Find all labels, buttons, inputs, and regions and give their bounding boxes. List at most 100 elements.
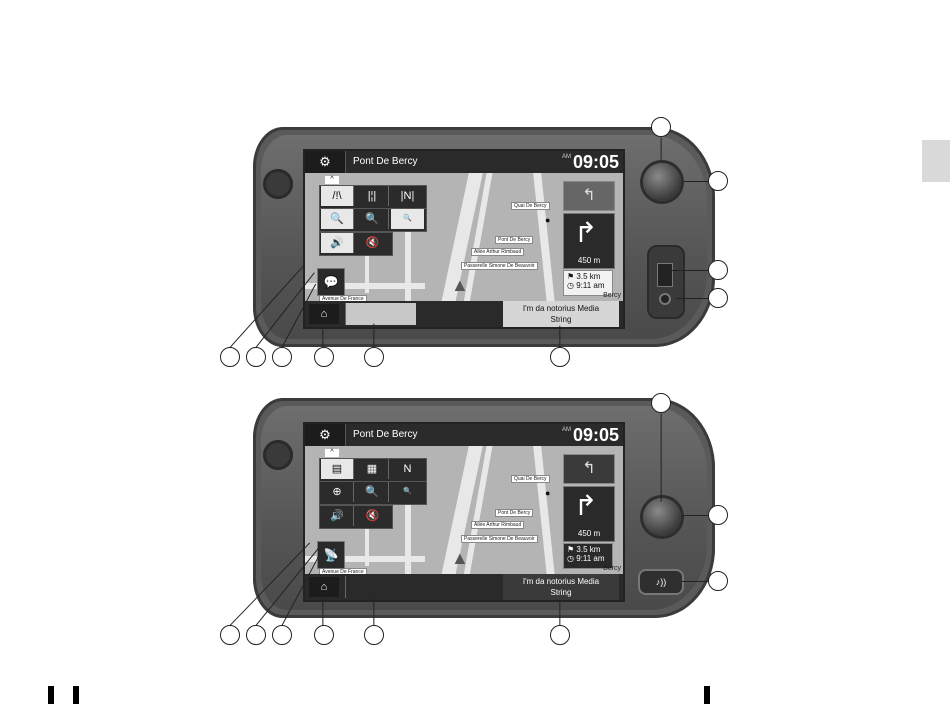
mute-button[interactable]: 🔇 [356, 233, 389, 253]
callout-circle [246, 625, 266, 645]
volume-knob[interactable] [643, 163, 681, 201]
callout-circle [272, 625, 292, 645]
left-knob[interactable] [263, 169, 293, 199]
view-mode-panel: ▤ ▦ N [319, 458, 427, 482]
3d-view-icon: /!\ [332, 190, 342, 202]
home-icon: ⌂ [320, 581, 328, 593]
street-label: Passerelle Simone De Beauvoir [461, 535, 538, 543]
map-view[interactable]: Quai De Bercy Pont De Bercy Allée Arthur… [305, 173, 623, 303]
location-title: Pont De Bercy [353, 156, 418, 167]
turn-indicator: ↱ 450 m [563, 486, 615, 542]
page-mark [704, 686, 710, 704]
street-label: Passerelle Simone De Beauvoir [461, 262, 538, 270]
callout-leader [660, 137, 662, 160]
callout-circle [708, 505, 728, 525]
collapse-chevron[interactable]: ^ [325, 449, 339, 457]
top-bar: ⚙ Pont De Bercy AM 09:05 [305, 151, 623, 173]
left-knob[interactable] [263, 440, 293, 470]
zoom-in-icon: 🔍 [330, 213, 344, 225]
aux-jack[interactable] [659, 293, 671, 305]
view-mode-panel: /!\ |¦| |N| [319, 185, 427, 209]
view-3d-button[interactable]: /!\ [321, 186, 354, 206]
trip-info: ⚑ 3.5 km ◷ 9:11 am [563, 543, 613, 569]
home-button[interactable]: ⌂ [309, 304, 339, 324]
north-up-button[interactable]: |N| [391, 186, 424, 206]
zoom-button[interactable]: 🔍 [356, 482, 389, 502]
clock-icon: ◷ [567, 554, 574, 563]
callout-circle [651, 117, 671, 137]
map-view[interactable]: Quai De Bercy Pont De Bercy Allée Arthur… [305, 446, 623, 576]
home-menu-area[interactable] [345, 576, 416, 598]
zoom-in-button[interactable]: 🔍 [321, 209, 354, 229]
callout-circle [708, 571, 728, 591]
traffic-button[interactable]: 💬 [317, 268, 345, 296]
view-3d-button[interactable]: ▤ [321, 459, 354, 479]
callout-leader [660, 413, 662, 502]
gear-icon: ⚙ [319, 427, 331, 442]
zoom-out-icon: 🔍 [403, 488, 412, 495]
bottom-bar: ⌂ I'm da notorius Media String [305, 301, 623, 327]
street-label: Quai De Bercy [511, 475, 550, 483]
top-bar: ⚙ Pont De Bercy AM 09:05 [305, 424, 623, 446]
mute-icon: 🔇 [365, 510, 380, 522]
callout-circle [272, 347, 292, 367]
poi-pin-icon: ● [545, 488, 551, 498]
callout-circle [220, 625, 240, 645]
zoom-in-button[interactable]: ⊕ [321, 482, 354, 502]
home-icon: ⌂ [320, 308, 328, 320]
settings-button[interactable]: ⚙ [305, 424, 346, 446]
mute-button[interactable]: 🔇 [356, 506, 389, 526]
media-subtitle: String [550, 588, 572, 597]
callout-circle [220, 347, 240, 367]
volume-knob[interactable] [643, 498, 681, 536]
home-menu-area[interactable] [345, 303, 416, 325]
usb-port[interactable] [657, 263, 673, 287]
street-label: Allée Arthur Rimbaud [471, 521, 525, 529]
callout-circle [364, 347, 384, 367]
view-2d-button[interactable]: ▦ [356, 459, 389, 479]
callout-circle [708, 260, 728, 280]
flag-icon: ⚑ [567, 272, 575, 281]
volume-on-icon: 🔊 [330, 237, 344, 249]
volume-on-button[interactable]: 🔊 [321, 233, 354, 253]
media-info[interactable]: I'm da notorius Media String [503, 574, 619, 600]
view-2d-button[interactable]: |¦| [356, 186, 389, 206]
page-mark [48, 686, 54, 704]
media-info[interactable]: I'm da notorius Media String [503, 301, 619, 327]
traffic-icon: 💬 [323, 275, 339, 289]
voice-command-button[interactable]: ♪)) [638, 569, 684, 595]
volume-on-icon: 🔊 [330, 510, 344, 522]
collapse-chevron[interactable]: ^ [325, 176, 339, 184]
callout-leader [682, 581, 708, 583]
poi-pin-icon: ● [545, 215, 551, 225]
zoom-button[interactable]: 🔍 [356, 209, 389, 229]
zoom-out-button[interactable]: 🔍 [391, 482, 424, 502]
2d-view-icon: ▦ [366, 463, 378, 475]
mute-icon: 🔇 [365, 237, 380, 249]
media-title: I'm da notorius Media [522, 577, 600, 586]
callout-leader [559, 601, 561, 626]
zoom-in-icon: ⊕ [332, 486, 342, 498]
ampm-indicator: AM [562, 427, 571, 433]
street-label: Pont De Bercy [495, 509, 534, 517]
turn-left-arrow-icon: ↰ [582, 187, 596, 204]
callout-circle [246, 347, 266, 367]
3d-view-icon: ▤ [331, 463, 343, 475]
clock: 09:05 [572, 425, 619, 445]
callout-circle [708, 288, 728, 308]
turn-distance: 450 m [577, 256, 601, 265]
top-multimedia-unit: ⚙ Pont De Bercy AM 09:05 Quai De Bercy P… [253, 127, 715, 347]
street-label: Allée Arthur Rimbaud [471, 248, 525, 256]
zoom-panel: 🔍 🔍 🔍 [319, 208, 427, 232]
zoom-out-button[interactable]: 🔍 [391, 209, 424, 229]
north-button[interactable]: N [391, 459, 424, 479]
callout-leader [684, 181, 708, 183]
next-turn-preview: ↰ [563, 454, 615, 484]
2d-view-icon: |¦| [367, 190, 377, 202]
radio-button[interactable]: 📡 [317, 541, 345, 569]
settings-button[interactable]: ⚙ [305, 151, 346, 173]
callout-leader [668, 270, 708, 272]
callout-circle [708, 171, 728, 191]
home-button[interactable]: ⌂ [309, 577, 339, 597]
volume-on-button[interactable]: 🔊 [321, 506, 354, 526]
